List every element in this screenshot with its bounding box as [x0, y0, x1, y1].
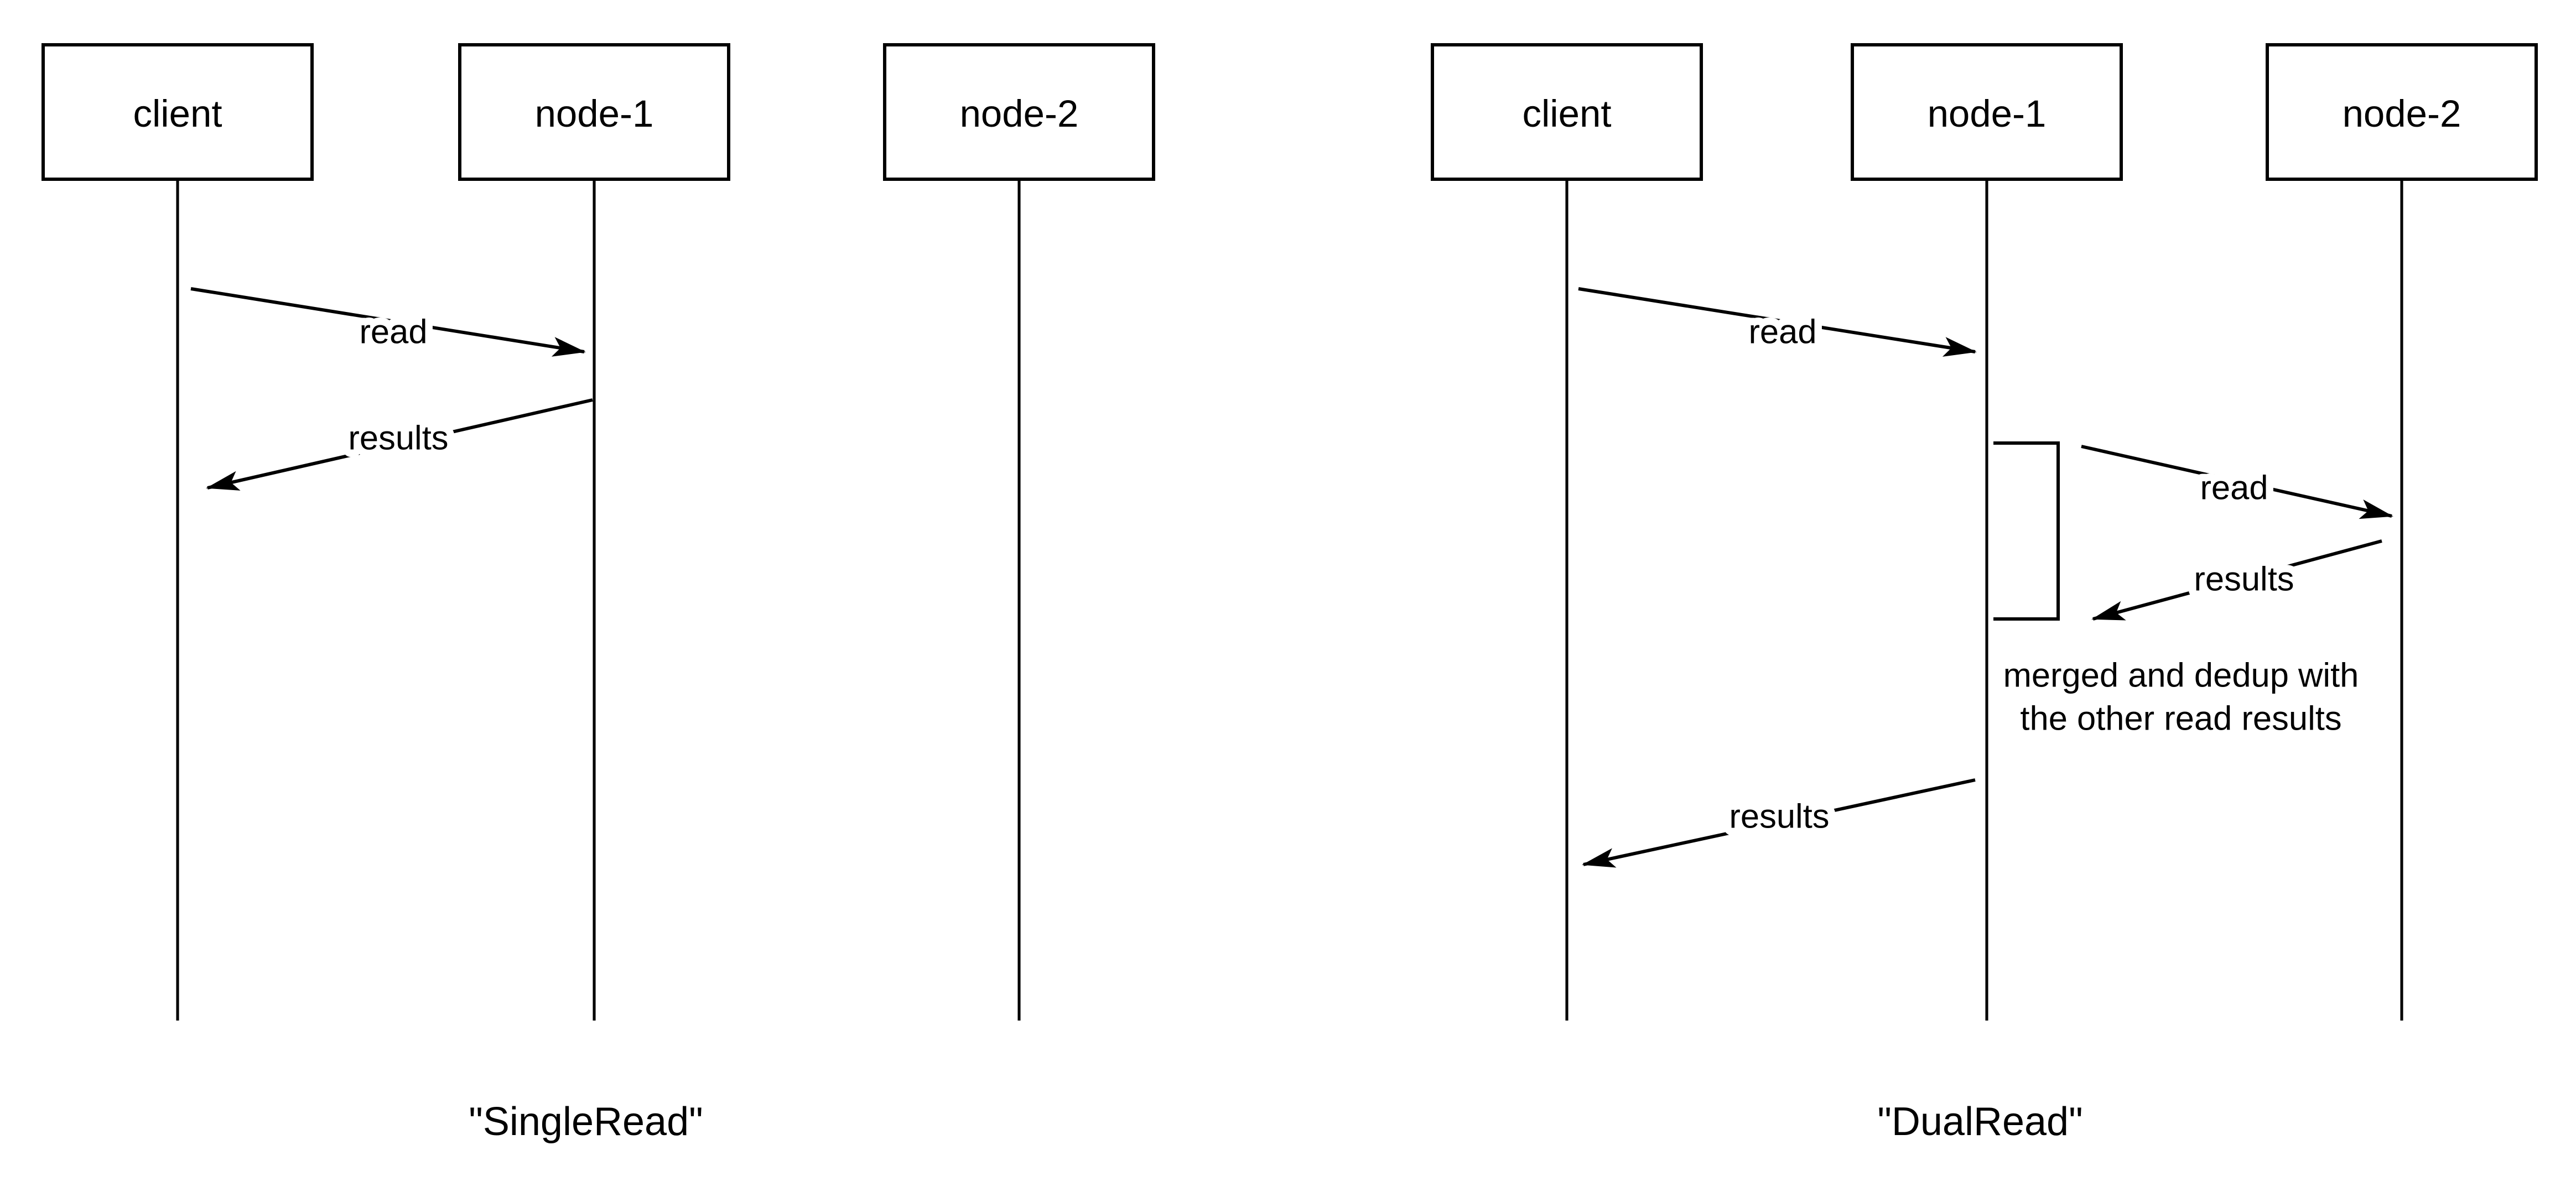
sr-message-arrow-results [206, 398, 593, 491]
dr-message-label-results-2: results [1729, 798, 1829, 836]
sr-diagram-caption: "SingleRead" [469, 1100, 703, 1144]
dr-message-label-results-1: results [2194, 560, 2294, 598]
dr-actor-box-node-1 [1851, 43, 2123, 181]
sr-actor-label-node-2: node-2 [960, 92, 1079, 135]
dr-message-label-read-1: read [1748, 313, 1816, 351]
dr-message-arrow-results-2 [1582, 778, 1976, 868]
diagram-single-read: client node-1 node-2 read results "Singl… [41, 43, 1155, 1144]
dr-message-label-read-2: read [2200, 469, 2268, 507]
sr-message-arrow-read [190, 287, 586, 357]
dr-actor-box-client [1431, 43, 1703, 181]
dr-actor-label-node-2: node-2 [2343, 92, 2461, 135]
dr-actor-label-client: client [1522, 92, 1611, 135]
dr-note-line-2: the other read results [2020, 700, 2341, 738]
sr-actor-box-node-1 [458, 43, 730, 181]
sr-actor-label-node-1: node-1 [535, 92, 654, 135]
dr-message-arrow-read-2 [2081, 445, 2393, 519]
dr-message-arrow-read-1 [1578, 287, 1977, 357]
sr-message-label-read: read [359, 313, 427, 351]
sr-actor-box-node-2 [883, 43, 1155, 181]
dr-actor-label-node-1: node-1 [1928, 92, 2047, 135]
dr-note-line-1: merged and dedup with [2003, 657, 2359, 695]
dr-message-arrow-results-1 [2091, 539, 2382, 621]
dr-actor-box-node-2 [2266, 43, 2538, 181]
diagram-dual-read: client node-1 node-2 read read results m… [1431, 43, 2538, 1144]
sr-message-label-results: results [348, 419, 448, 457]
dr-diagram-caption: "DualRead" [1877, 1100, 2082, 1144]
sr-actor-label-client: client [133, 92, 222, 135]
dr-activation-bracket-node-1 [1993, 441, 2060, 621]
sr-actor-box-client [41, 43, 314, 181]
